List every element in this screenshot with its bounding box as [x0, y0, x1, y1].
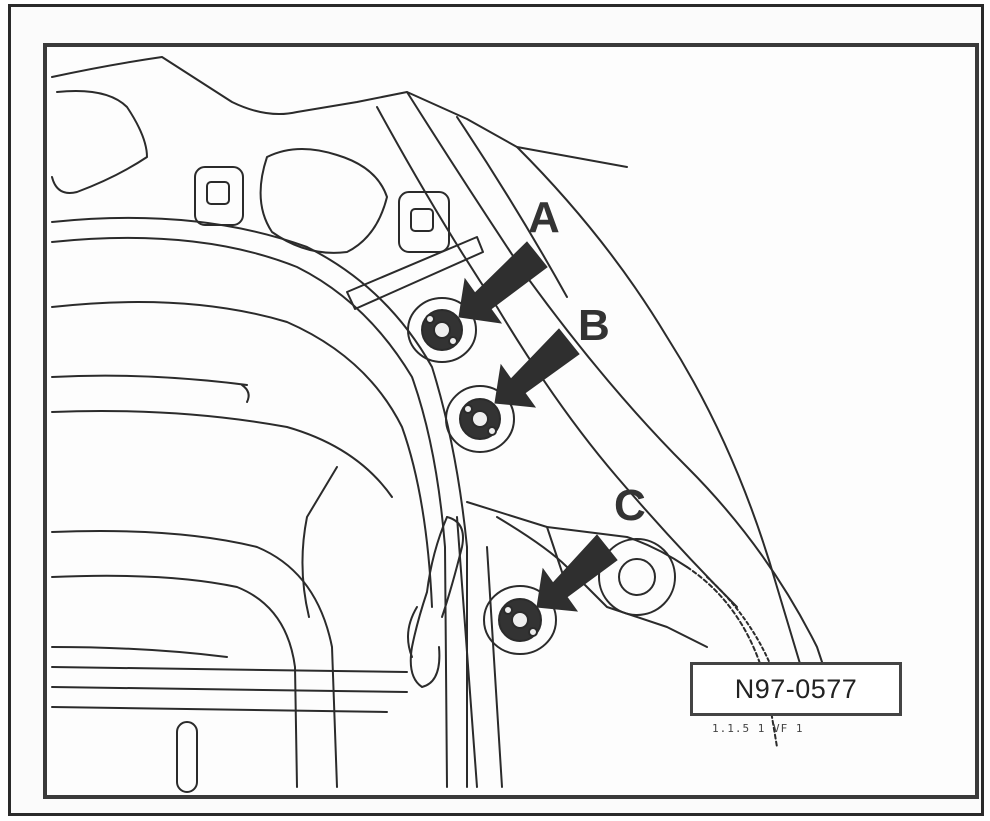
- cable-harness: [409, 516, 448, 688]
- vehicle-body-line-drawing: [51, 56, 838, 793]
- reference-number: N97-0577: [690, 662, 902, 716]
- upper-left-opening: [51, 90, 148, 194]
- fastener-a: [407, 297, 477, 363]
- upper-mount-right: [398, 191, 450, 253]
- callout-b: B: [578, 301, 610, 350]
- wheel-arch: [686, 566, 778, 748]
- callout-c: C: [614, 481, 646, 530]
- fastener-c: [483, 585, 557, 655]
- rear-pillar-inner: [376, 106, 738, 608]
- roof-contour: [51, 56, 628, 168]
- arrow-c: [536, 534, 618, 612]
- diagonal-strut: [346, 236, 484, 310]
- upper-mount-left: [194, 166, 244, 226]
- upper-window-opening: [259, 147, 388, 254]
- callout-a: A: [528, 193, 560, 242]
- mounting-boss: [598, 538, 676, 616]
- arrow-a: [458, 241, 548, 324]
- fastener-b: [445, 385, 515, 453]
- arrow-b: [494, 328, 580, 408]
- outer-frame: [8, 4, 984, 816]
- rear-pillar-outer: [406, 91, 838, 708]
- diagram-frame: [43, 43, 979, 799]
- reference-subtext: 1.1.5 1 VF 1: [712, 722, 804, 735]
